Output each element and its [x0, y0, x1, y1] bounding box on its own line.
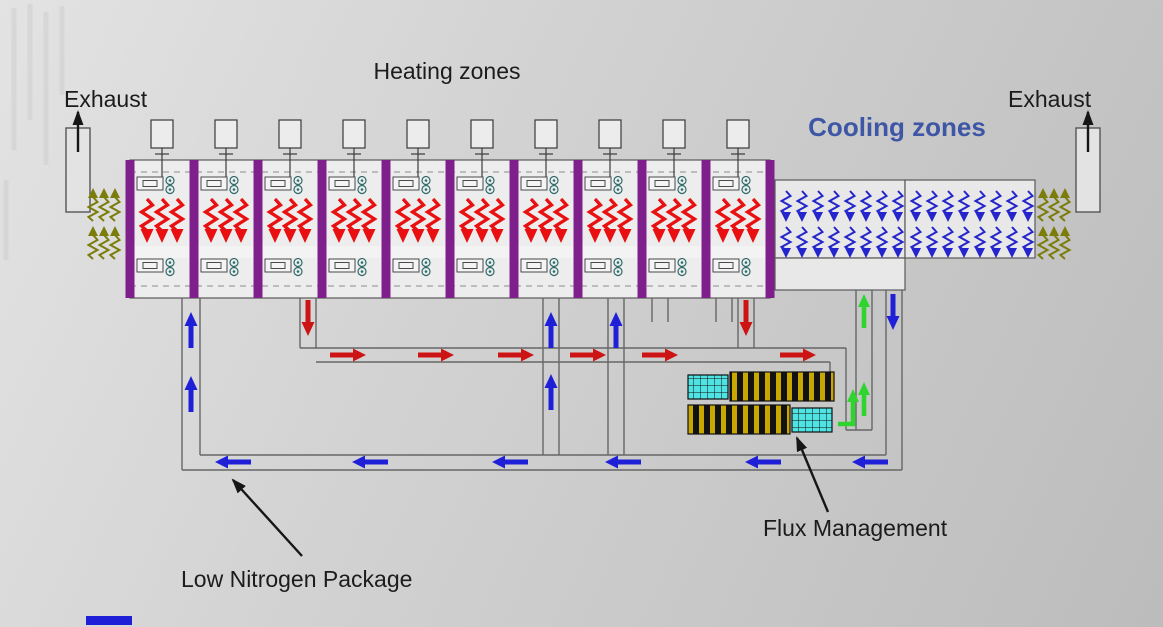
exhaust-right: Exhaust [1008, 86, 1101, 213]
piping [181, 290, 903, 471]
cooling-box-1 [774, 179, 906, 259]
flux-pointer-arrow-icon [795, 436, 830, 513]
cooling-section [774, 179, 1036, 291]
heating-zones-label: Heating zones [373, 58, 520, 84]
return-flow-arrows [838, 294, 870, 427]
flux-heat-exchanger-icon [729, 371, 835, 402]
flux-filter-icon [687, 374, 729, 400]
exhaust-vents-left [87, 187, 121, 260]
exhaust-left: Exhaust [64, 86, 148, 213]
exhaust-right-label: Exhaust [1008, 86, 1092, 112]
cooling-zones-label: Cooling zones [808, 112, 986, 142]
flux-management-units [687, 371, 835, 435]
flux-heat-exchanger-icon [687, 404, 791, 435]
bottom-left-mark [86, 616, 132, 625]
zone-walls [125, 160, 775, 298]
low-nitrogen-annotation: Low Nitrogen Package [181, 478, 412, 592]
cooling-plenum [774, 257, 906, 291]
exhaust-vents-right [1037, 187, 1071, 260]
low-nitrogen-pointer-arrow-icon [231, 478, 303, 557]
flux-management-annotation: Flux Management [763, 436, 948, 541]
flux-filter-icon [791, 407, 833, 433]
heating-section [125, 119, 775, 299]
low-nitrogen-label: Low Nitrogen Package [181, 566, 412, 592]
cooling-box-2 [904, 179, 1036, 259]
background-texture [3, 4, 65, 260]
flux-management-label: Flux Management [763, 515, 948, 541]
exhaust-left-label: Exhaust [64, 86, 148, 112]
